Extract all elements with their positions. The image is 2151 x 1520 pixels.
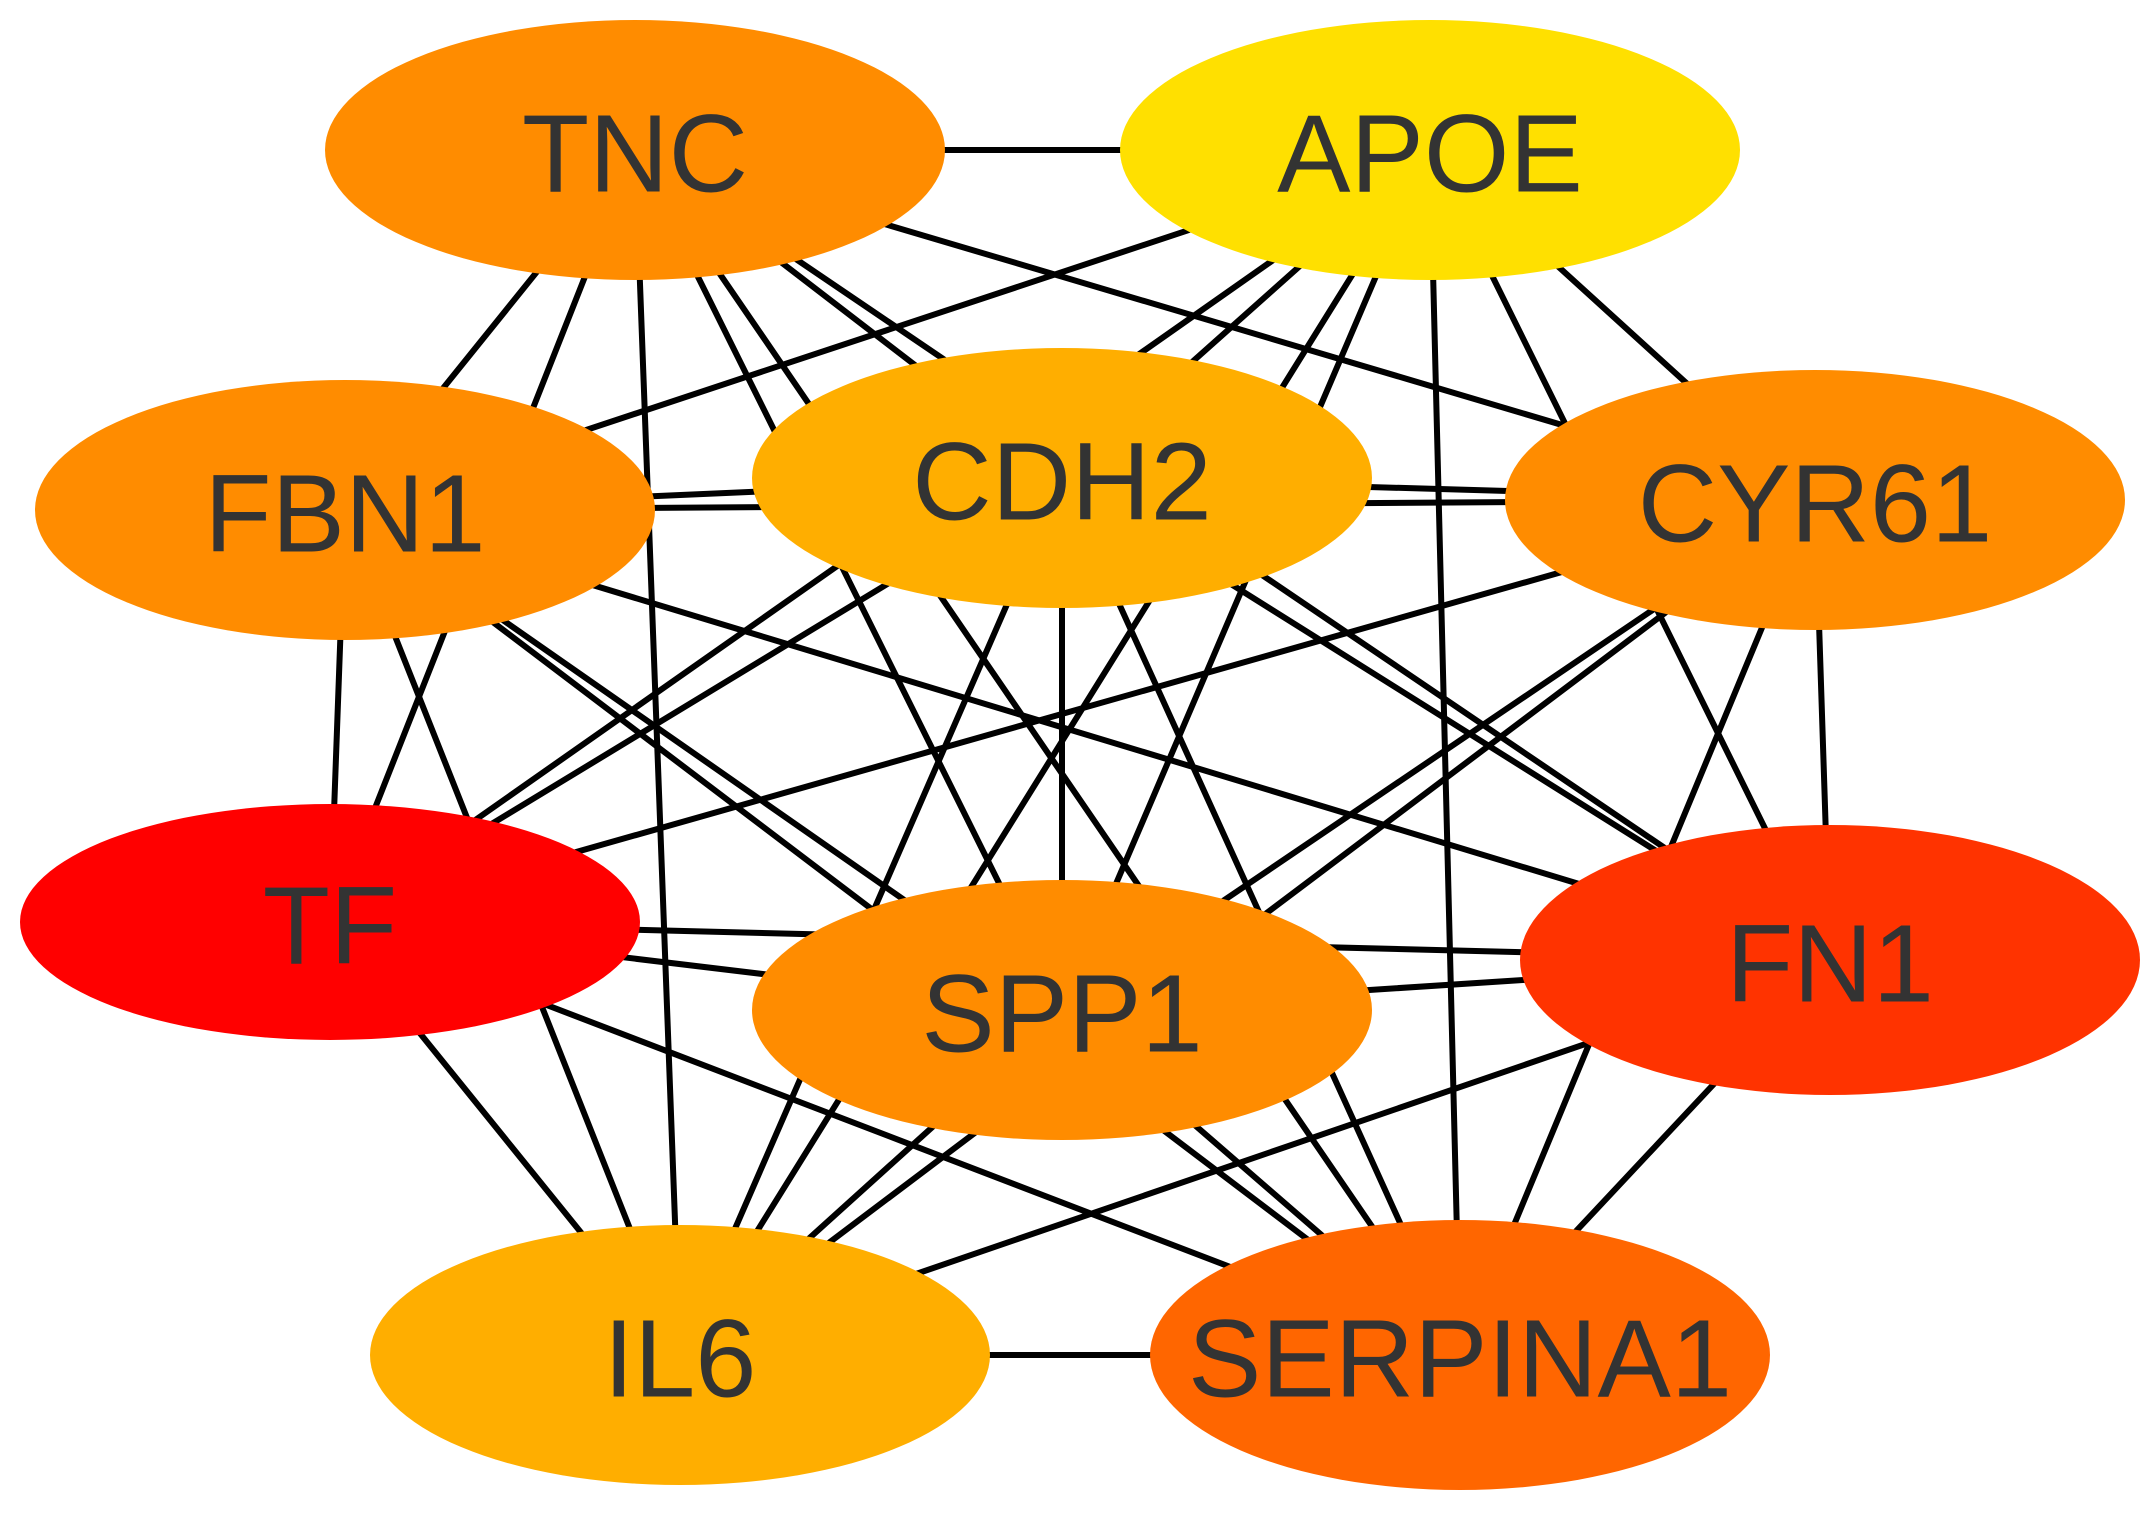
- node-tf[interactable]: TF: [20, 804, 640, 1040]
- node-serpina1[interactable]: SERPINA1: [1150, 1220, 1770, 1490]
- node-shape: [752, 348, 1372, 608]
- node-shape: [1120, 20, 1740, 280]
- node-spp1[interactable]: SPP1: [752, 880, 1372, 1140]
- node-shape: [1520, 825, 2140, 1095]
- node-il6[interactable]: IL6: [370, 1225, 990, 1485]
- node-label: CYR61: [1638, 443, 1993, 566]
- node-label: TNC: [522, 93, 748, 216]
- node-shape: [325, 20, 945, 280]
- edges-layer: [327, 147, 1833, 1358]
- node-label: SPP1: [921, 953, 1202, 1076]
- node-label: APOE: [1277, 93, 1583, 216]
- node-tnc[interactable]: TNC: [325, 20, 945, 280]
- node-label: CDH2: [912, 421, 1212, 544]
- edge-tnc-spp1: [632, 147, 1065, 1013]
- node-fbn1[interactable]: FBN1: [35, 380, 655, 640]
- node-label: SERPINA1: [1188, 1298, 1732, 1421]
- node-shape: [370, 1225, 990, 1485]
- node-shape: [35, 380, 655, 640]
- node-shape: [752, 880, 1372, 1140]
- node-shape: [1150, 1220, 1770, 1490]
- edge-apoe-il6: [677, 147, 1433, 1358]
- node-apoe[interactable]: APOE: [1120, 20, 1740, 280]
- node-label: FN1: [1726, 903, 1934, 1026]
- node-label: IL6: [604, 1298, 757, 1421]
- node-cyr61[interactable]: CYR61: [1505, 370, 2125, 630]
- edge-tnc-il6: [632, 147, 683, 1358]
- node-label: TF: [263, 865, 397, 988]
- node-shape: [20, 804, 640, 1040]
- node-shape: [1505, 370, 2125, 630]
- node-fn1[interactable]: FN1: [1520, 825, 2140, 1095]
- node-cdh2[interactable]: CDH2: [752, 348, 1372, 608]
- edge-tnc-serpina1: [632, 147, 1463, 1358]
- node-label: FBN1: [204, 453, 485, 576]
